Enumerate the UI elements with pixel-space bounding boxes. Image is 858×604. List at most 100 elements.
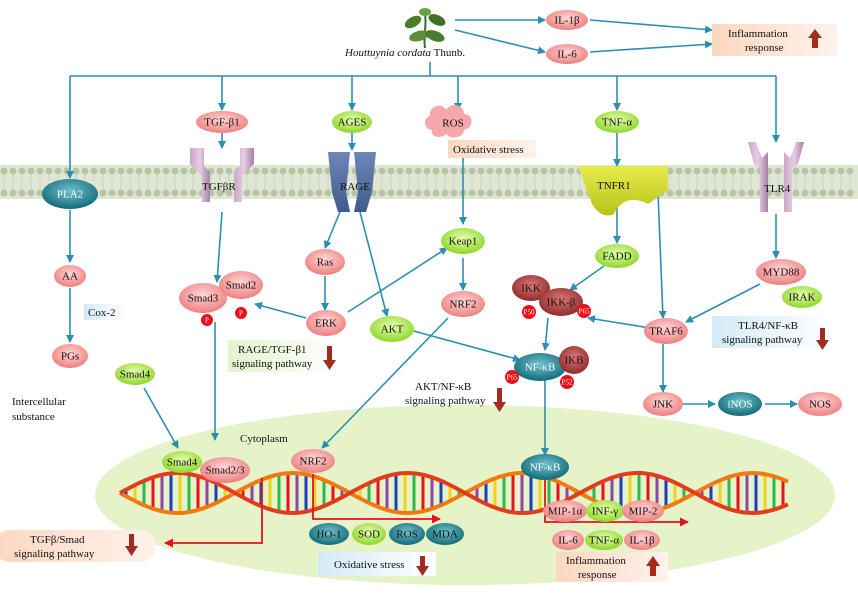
node-ros-nucleus: ROS (389, 523, 425, 545)
node-keap1: Keap1 (441, 228, 485, 254)
node-ages: AGES (332, 111, 372, 133)
svg-text:ERK: ERK (315, 318, 337, 330)
svg-text:Smad4: Smad4 (120, 369, 151, 381)
plant-name: Houttuynia cordata Thunb. (344, 47, 465, 59)
node-inos: iNOS (718, 392, 762, 416)
svg-text:iNOS: iNOS (727, 399, 752, 411)
phospho-p50-a: P50 (522, 305, 536, 319)
tgfsmad-pathway-pill (0, 530, 156, 562)
svg-text:NF-κB: NF-κB (525, 362, 556, 374)
phospho-p1: P (201, 314, 213, 326)
node-ho1: HO-1 (309, 523, 349, 545)
svg-text:AA: AA (62, 271, 78, 283)
rage-pathway-text1: RAGE/TGF-β1 (238, 344, 307, 356)
svg-text:RAGE: RAGE (340, 181, 370, 193)
intercellular-label: Intercellular (12, 396, 66, 408)
node-smad3: Smad3 (179, 283, 227, 313)
node-nos: NOS (798, 392, 842, 416)
svg-text:MIP-2: MIP-2 (629, 506, 658, 518)
svg-text:Smad2/3: Smad2/3 (205, 465, 245, 477)
down-arrow-icon (416, 556, 429, 576)
svg-text:IL-6: IL-6 (557, 49, 577, 61)
phospho-p65-a: P65 (577, 304, 591, 318)
node-erk: ERK (306, 310, 346, 336)
svg-text:P52: P52 (562, 379, 573, 387)
oxstress-box-top (448, 140, 536, 158)
tnfr1-receptor: TNFR1 (578, 166, 668, 216)
node-smad4-top: Smad4 (115, 363, 155, 385)
inflammation-box-bottom (556, 552, 668, 582)
arrows-red (164, 474, 689, 548)
up-arrow-icon (646, 556, 660, 576)
tlr4-pathway-text1: TLR4/NF-κB (738, 320, 798, 332)
node-il6-nucleus: IL-6 (552, 530, 584, 550)
svg-text:HO-1: HO-1 (316, 529, 341, 541)
cytoplasm-label: Cytoplasm (240, 433, 288, 445)
tlr4-pathway-box (712, 316, 830, 348)
svg-text:TNFR1: TNFR1 (597, 180, 631, 192)
inflammation-text-bottom: Inflammation (566, 555, 626, 567)
node-nrf2-top: NRF2 (441, 291, 485, 317)
svg-text:TNF-α: TNF-α (589, 535, 619, 547)
response-text-bottom: response (578, 569, 617, 581)
svg-text:P65: P65 (507, 374, 518, 382)
cell-membrane (0, 165, 858, 199)
rage-pathway-text2: signaling pathway (232, 358, 313, 370)
arrows-blue (66, 16, 798, 456)
node-mip1a: MIP-1α (543, 500, 587, 522)
svg-text:NF-κB: NF-κB (530, 462, 561, 474)
tgfbr-receptor: TGFβR (190, 148, 254, 202)
phospho-p2: P (235, 307, 247, 319)
up-arrow-icon (808, 29, 822, 48)
svg-text:MDA: MDA (432, 529, 458, 541)
oxstress-text-bottom: Oxidative stress (334, 559, 405, 571)
down-arrow-icon (323, 346, 336, 370)
svg-text:NOS: NOS (809, 399, 831, 411)
svg-text:Ras: Ras (317, 257, 334, 269)
svg-text:INF-γ: INF-γ (592, 506, 618, 518)
node-tnfa-nucleus: TNF-α (585, 530, 623, 550)
svg-text:IL-1β: IL-1β (629, 535, 655, 547)
dna-helix (119, 470, 789, 516)
node-aa: AA (54, 265, 86, 287)
svg-text:P50: P50 (524, 309, 535, 317)
svg-text:TGF-β1: TGF-β1 (204, 117, 240, 129)
substance-label: substance (12, 411, 55, 423)
svg-text:FADD: FADD (602, 251, 631, 263)
svg-text:MYD88: MYD88 (763, 267, 800, 279)
node-ras: Ras (305, 249, 345, 275)
node-ikb: IKB (559, 346, 589, 374)
svg-text:TNF-α: TNF-α (602, 117, 632, 129)
node-pla2: PLA2 (42, 179, 98, 209)
down-arrow-icon (493, 388, 506, 412)
node-ros-cloud: ROS (424, 105, 472, 138)
svg-text:AKT: AKT (381, 324, 404, 336)
svg-text:PGs: PGs (61, 351, 79, 363)
node-myd88: MYD88 (756, 259, 806, 285)
response-text-top: response (745, 42, 784, 54)
svg-text:ROS: ROS (442, 118, 463, 130)
svg-text:IL-6: IL-6 (558, 535, 578, 547)
svg-text:NRF2: NRF2 (300, 456, 327, 468)
svg-text:NRF2: NRF2 (450, 299, 477, 311)
svg-text:P65: P65 (579, 308, 590, 316)
tlr4-receptor: TLR4 (748, 142, 804, 212)
svg-text:IKB: IKB (565, 355, 584, 367)
node-ikkb: IKK-β (539, 288, 583, 316)
akt-pathway-text1: AKT/NF-κB (415, 381, 471, 393)
plant-icon (404, 8, 446, 49)
svg-text:Keap1: Keap1 (449, 236, 478, 248)
oxstress-box-bottom (318, 552, 436, 576)
node-il1b-top: IL-1β (546, 10, 588, 30)
node-jnk: JNK (643, 392, 683, 416)
svg-text:P: P (205, 317, 209, 325)
node-tgfb1: TGF-β1 (196, 111, 248, 133)
svg-text:Smad3: Smad3 (188, 293, 219, 305)
svg-text:JNK: JNK (653, 399, 673, 411)
rage-pathway-box (228, 340, 338, 372)
inflammation-text-top: Inflammation (728, 28, 788, 40)
svg-text:ROS: ROS (396, 529, 417, 541)
node-nfkb-top: NF-κB (514, 353, 566, 381)
